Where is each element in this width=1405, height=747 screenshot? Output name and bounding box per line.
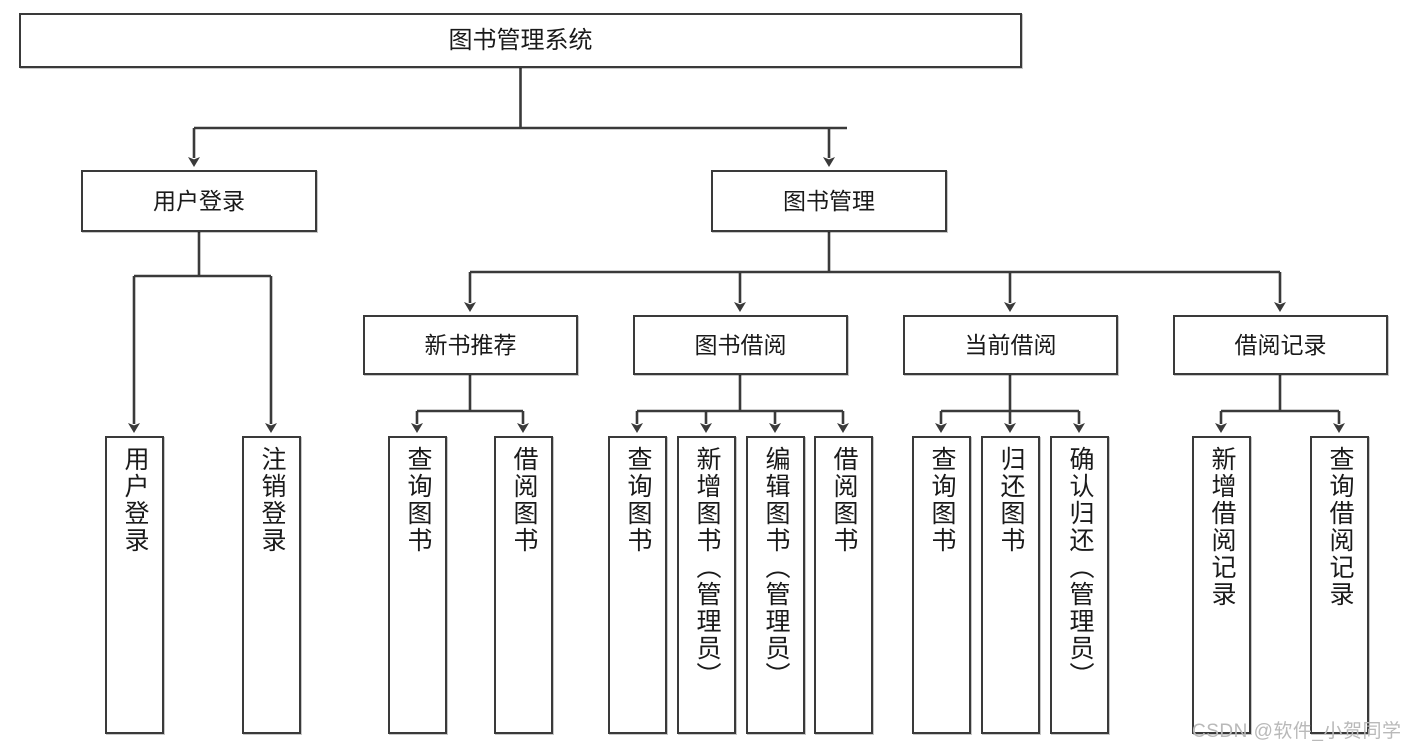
node-label: 图书借阅 bbox=[694, 331, 787, 358]
node-label: 编辑图书（管理员） bbox=[762, 446, 790, 689]
node-label: 查询图书 bbox=[404, 446, 432, 554]
node-user-login[interactable]: 用户登录 bbox=[81, 170, 317, 232]
node-label: 新书推荐 bbox=[424, 331, 517, 358]
node-borrow-record[interactable]: 借阅记录 bbox=[1173, 315, 1388, 375]
node-label: 用户登录 bbox=[153, 187, 245, 214]
leaf-current-borrow-query[interactable]: 查询图书 bbox=[912, 436, 971, 734]
node-label: 图书管理 bbox=[783, 187, 875, 214]
node-label: 新增图书（管理员） bbox=[693, 446, 721, 689]
leaf-borrow-record-add[interactable]: 新增借阅记录 bbox=[1192, 436, 1251, 734]
node-label: 确认归还（管理员） bbox=[1066, 446, 1094, 689]
leaf-book-borrow-query[interactable]: 查询图书 bbox=[608, 436, 667, 734]
leaf-book-borrow-borrow[interactable]: 借阅图书 bbox=[814, 436, 873, 734]
node-label: 查询借阅记录 bbox=[1326, 446, 1354, 608]
leaf-new-book-borrow[interactable]: 借阅图书 bbox=[494, 436, 553, 734]
leaf-current-borrow-return[interactable]: 归还图书 bbox=[981, 436, 1040, 734]
node-label: 新增借阅记录 bbox=[1208, 446, 1236, 608]
leaf-current-borrow-confirm-return[interactable]: 确认归还（管理员） bbox=[1050, 436, 1109, 734]
csdn-watermark: CSDN @软件_小贺同学 bbox=[1192, 716, 1401, 743]
node-label: 查询图书 bbox=[624, 446, 652, 554]
watermark-text: CSDN @软件_小贺同学 bbox=[1192, 721, 1402, 742]
leaf-user-login-logout[interactable]: 注销登录 bbox=[242, 436, 301, 734]
node-label: 借阅记录 bbox=[1234, 331, 1327, 358]
node-label: 归还图书 bbox=[997, 446, 1025, 554]
node-current-borrow[interactable]: 当前借阅 bbox=[903, 315, 1118, 375]
node-new-book-recommend[interactable]: 新书推荐 bbox=[363, 315, 578, 375]
node-label: 查询图书 bbox=[928, 446, 956, 554]
node-root-system[interactable]: 图书管理系统 bbox=[19, 13, 1022, 68]
node-label: 图书管理系统 bbox=[448, 26, 593, 54]
leaf-new-book-query[interactable]: 查询图书 bbox=[388, 436, 447, 734]
node-book-management[interactable]: 图书管理 bbox=[711, 170, 947, 232]
node-label: 当前借阅 bbox=[964, 331, 1057, 358]
leaf-user-login-login[interactable]: 用户登录 bbox=[105, 436, 164, 734]
node-label: 借阅图书 bbox=[830, 446, 858, 554]
node-label: 借阅图书 bbox=[510, 446, 538, 554]
node-label: 用户登录 bbox=[121, 446, 149, 554]
leaf-book-borrow-edit[interactable]: 编辑图书（管理员） bbox=[746, 436, 805, 734]
node-label: 注销登录 bbox=[258, 446, 286, 554]
leaf-borrow-record-query[interactable]: 查询借阅记录 bbox=[1310, 436, 1369, 734]
node-book-borrow[interactable]: 图书借阅 bbox=[633, 315, 848, 375]
leaf-book-borrow-add[interactable]: 新增图书（管理员） bbox=[677, 436, 736, 734]
